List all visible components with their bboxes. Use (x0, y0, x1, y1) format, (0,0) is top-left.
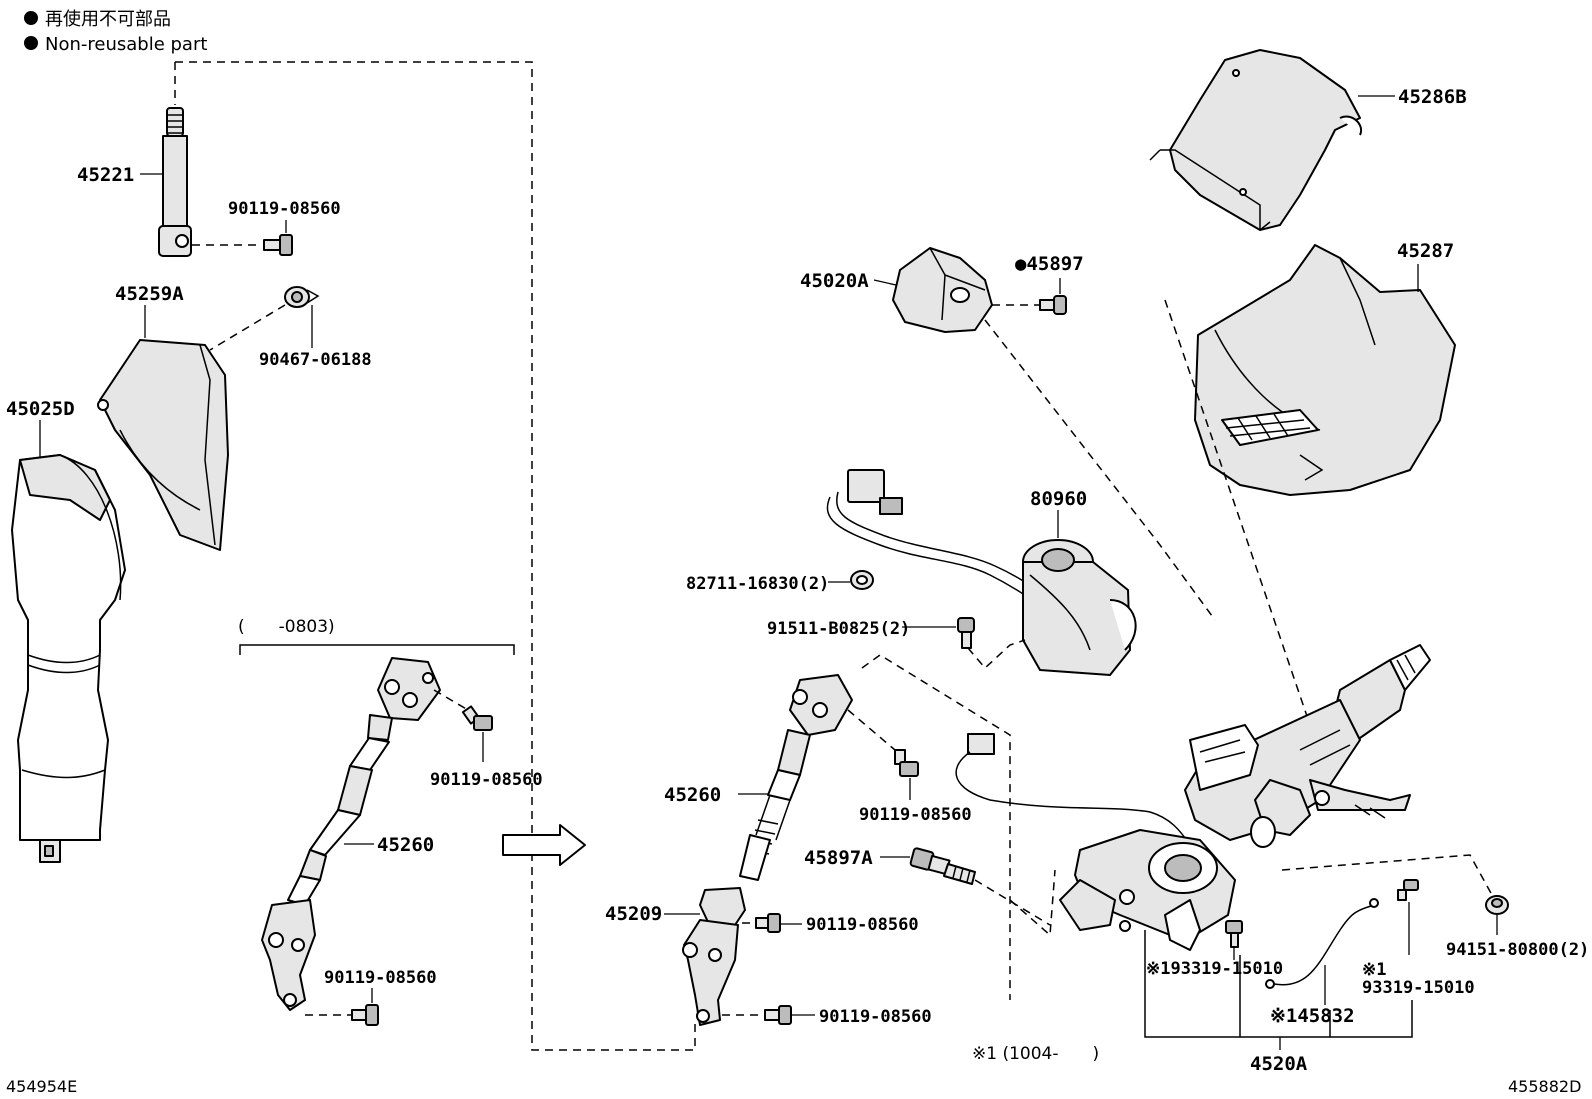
part-45259A-shield (97, 339, 229, 551)
part-90119-08560-bolt-f (764, 1005, 792, 1025)
label-93319-15010-a: ※193319-15010 (1146, 959, 1283, 979)
part-90119-08560-bolt-c (351, 1004, 379, 1026)
label-90119-08560-c: 90119-08560 (324, 968, 437, 988)
label-94151-80800: 94151-80800(2) (1446, 940, 1589, 960)
label-90119-08560-d: 90119-08560 (859, 805, 972, 825)
label-45287: 45287 (1397, 240, 1454, 262)
label-45259A: 45259A (115, 283, 184, 305)
part-45897A-bolt (909, 847, 976, 885)
label-45221: 45221 (77, 164, 134, 186)
label-45260-left: 45260 (377, 834, 434, 856)
label-4520A: 4520A (1250, 1053, 1308, 1075)
part-91511-B0825-bolt (957, 617, 975, 649)
part-90119-08560-bolt-a (263, 234, 293, 256)
part-93319-15010-bolt-a (1225, 920, 1243, 948)
assembly-bracket-4520A (1144, 930, 1413, 1038)
part-80960-actuator (826, 469, 1137, 676)
part-wire-harness (955, 733, 1191, 846)
note-right-range: ※1 (1004- ) (972, 1044, 1099, 1064)
legend: 再使用不可部品 Non-reusable part (24, 9, 207, 55)
part-45832-ground-wire (1265, 898, 1379, 989)
label-90119-08560-b: 90119-08560 (430, 770, 543, 790)
part-90119-08560-bolt-b (461, 705, 493, 731)
label-45025D: 45025D (6, 398, 75, 420)
part-45221-shaft (158, 107, 192, 257)
part-45260-intermediate-shaft-left (261, 657, 441, 1011)
label-93319-15010-b-mark: ※1 (1362, 960, 1386, 980)
label-45020A: 45020A (800, 270, 869, 292)
part-90119-08560-bolt-e (755, 913, 781, 933)
label-82711-16830: 82711-16830(2) (686, 574, 829, 594)
figure-id-right: 455882D (1508, 1077, 1581, 1096)
label-45286B: 45286B (1398, 86, 1467, 108)
legend-bullet-icon (24, 11, 38, 25)
note-left-range: ( -0803) (238, 617, 335, 637)
label-45209: 45209 (605, 903, 662, 925)
part-4520A-steering-column (1059, 644, 1431, 951)
assembly-link-dashed (174, 61, 696, 1051)
part-45287-lower-cover (1194, 244, 1456, 496)
part-90119-08560-bolt-d (894, 749, 919, 777)
part-45025D-boot (11, 454, 126, 863)
label-45897: ●45897 (1015, 253, 1084, 275)
legend-bullet-icon (24, 36, 38, 50)
part-45209-universal-joint (682, 887, 746, 1026)
label-90467-06188: 90467-06188 (259, 350, 372, 370)
label-90119-08560-f: 90119-08560 (819, 1007, 932, 1027)
label-45897A: 45897A (804, 847, 873, 869)
label-80960: 80960 (1030, 488, 1087, 510)
legend-line-japanese: 再使用不可部品 (45, 9, 171, 30)
label-90119-08560-a: 90119-08560 (228, 199, 341, 219)
part-90467-06188-clip (284, 286, 320, 308)
label-90119-08560-e: 90119-08560 (806, 915, 919, 935)
label-93319-15010-b: 93319-15010 (1362, 978, 1475, 998)
part-93319-15010-bolt-b (1397, 879, 1419, 901)
label-45832: ※145832 (1270, 1005, 1355, 1027)
replacement-arrow-icon (502, 824, 586, 866)
part-82711-16830-clamp (850, 570, 874, 590)
label-45260-right: 45260 (664, 784, 721, 806)
figure-id-left: 454954E (6, 1077, 77, 1096)
legend-line-english: Non-reusable part (45, 34, 207, 55)
label-91511-B0825: 91511-B0825(2) (767, 619, 910, 639)
part-94151-80800-nut (1485, 895, 1509, 915)
part-45286B-upper-cover (1149, 49, 1363, 231)
part-45020A-switch (892, 247, 993, 333)
part-45897-screw (1039, 295, 1067, 315)
part-45260-intermediate-shaft-right (739, 674, 853, 881)
